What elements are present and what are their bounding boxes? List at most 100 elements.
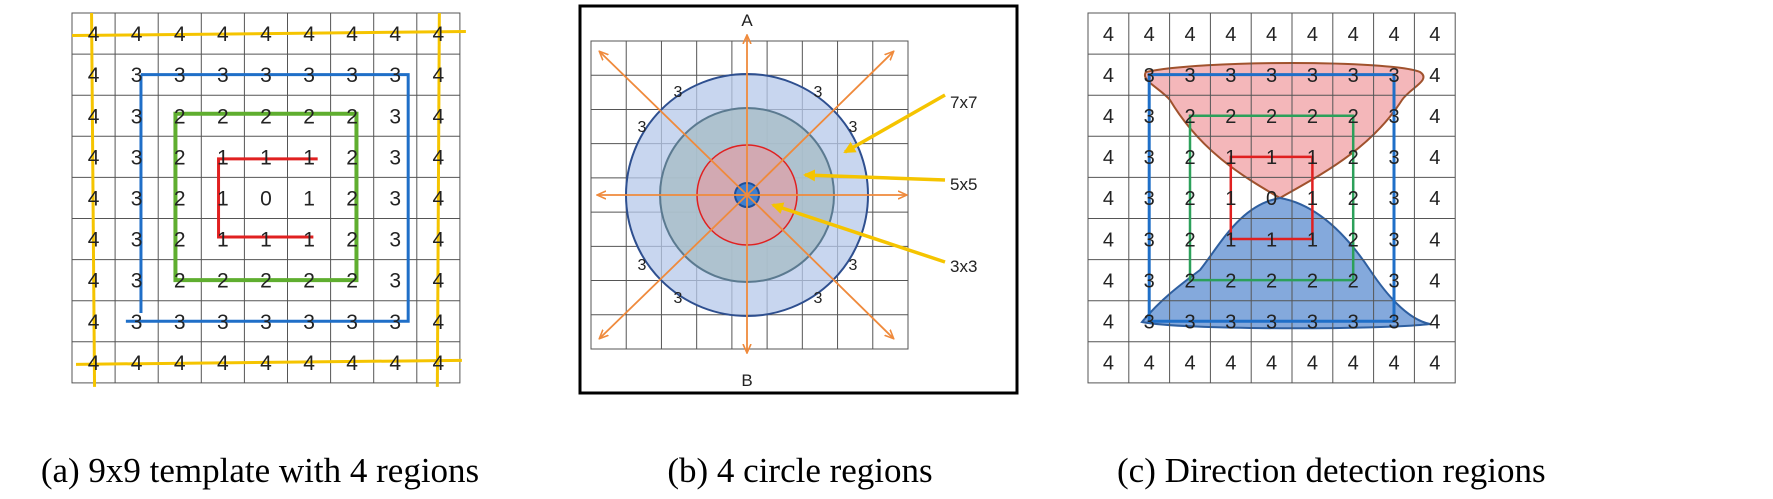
lower-funnel-shape (1140, 196, 1431, 330)
grid-number: 2 (346, 146, 358, 169)
grid-number: 4 (433, 270, 445, 293)
grid-number: 3 (1307, 311, 1318, 333)
yellow-region-line (435, 12, 441, 387)
grid-number: 2 (174, 146, 186, 169)
grid-number: 1 (303, 229, 315, 252)
grid-number: 2 (1348, 229, 1359, 251)
grid-number: 4 (260, 23, 272, 46)
grid-number: 4 (1266, 24, 1277, 46)
grid-number: 3 (131, 146, 143, 169)
blue-region-line (125, 73, 410, 323)
grid-number: 3 (131, 311, 143, 334)
grid-number: 1 (217, 188, 229, 211)
grid-number: 0 (1266, 188, 1277, 210)
red-region-line (217, 157, 318, 239)
grid-number: 4 (1225, 353, 1236, 375)
grid-number: 2 (1266, 106, 1277, 128)
grid-number: 4 (217, 352, 229, 375)
grid-number: 2 (346, 229, 358, 252)
grid-number: 3 (1184, 311, 1195, 333)
grid-number: 4 (1103, 106, 1114, 128)
grid-number: 4 (1429, 147, 1440, 169)
grid-number: 2 (1184, 147, 1195, 169)
panel-c-region-lines (1147, 73, 1396, 323)
grid-number: 3 (389, 270, 401, 293)
grid-number: 1 (1307, 147, 1318, 169)
panel-a-caption: (a) 9x9 template with 4 regions (40, 451, 480, 490)
grid-number: 3 (1388, 106, 1399, 128)
grid-number: 4 (1184, 24, 1195, 46)
grid-number: 3 (131, 188, 143, 211)
callout-7x7: 7x7 (950, 93, 977, 112)
grid-number: 4 (1388, 353, 1399, 375)
grid-number: 3 (389, 188, 401, 211)
grid-number: 2 (174, 105, 186, 128)
grid-number: 2 (1307, 270, 1318, 292)
grid-number: 4 (433, 311, 445, 334)
grid-number: 1 (260, 146, 272, 169)
red-region-line (1229, 155, 1314, 241)
grid-number: 2 (1266, 270, 1277, 292)
grid-number: 3 (1266, 311, 1277, 333)
grid-number: 3 (131, 64, 143, 87)
grid-number: 4 (1307, 24, 1318, 46)
grid-number: 4 (1103, 24, 1114, 46)
callout-arrow (843, 93, 946, 154)
grid-number: 4 (1388, 24, 1399, 46)
grid-number: 3 (1184, 65, 1195, 87)
grid-number: 3 (303, 311, 315, 334)
direction-arrow (746, 52, 893, 196)
grid-number: 4 (389, 352, 401, 375)
grid-number: 3 (260, 64, 272, 87)
grid-number: 1 (217, 146, 229, 169)
grid-number: 2 (346, 270, 358, 293)
grid-number: 2 (1184, 106, 1195, 128)
grid-number: 4 (433, 146, 445, 169)
ring-label: 3 (814, 290, 823, 307)
grid-number: 1 (217, 229, 229, 252)
grid-number: 3 (1388, 311, 1399, 333)
ring-label: 3 (814, 84, 823, 101)
grid-number: 1 (1225, 229, 1236, 251)
grid-number: 3 (1388, 65, 1399, 87)
grid-number: 3 (174, 311, 186, 334)
lower-direction-region (1140, 196, 1431, 330)
grid-number: 3 (131, 105, 143, 128)
grid-number: 4 (346, 352, 358, 375)
grid-number: 4 (303, 352, 315, 375)
ring-label: 3 (638, 257, 647, 274)
grid-number: 1 (1266, 229, 1277, 251)
panel-c-grid-border (1087, 12, 1456, 384)
grid-number: 4 (88, 23, 100, 46)
grid-number: 2 (1225, 106, 1236, 128)
grid-number: 4 (1103, 270, 1114, 292)
callout-3x3: 3x3 (950, 257, 977, 276)
ring-label: 3 (849, 257, 858, 274)
label-b: B (741, 371, 752, 390)
grid-number: 4 (389, 23, 401, 46)
label-a: A (741, 11, 753, 30)
grid-number: 3 (1144, 65, 1155, 87)
grid-number: 2 (303, 105, 315, 128)
grid-number: 1 (303, 146, 315, 169)
panel-b-diagram: A B 3 3 3 3 3 3 3 3 7x7 5x5 3x3 (578, 4, 1019, 395)
grid-number: 3 (1144, 311, 1155, 333)
grid-number: 2 (1348, 147, 1359, 169)
grid-number: 3 (1388, 147, 1399, 169)
blue-region-line (1147, 73, 1396, 323)
grid-number: 4 (303, 23, 315, 46)
grid-number: 4 (433, 188, 445, 211)
grid-number: 3 (389, 146, 401, 169)
grid-number: 4 (88, 270, 100, 293)
grid-number: 4 (433, 352, 445, 375)
yellow-region-line (90, 12, 97, 387)
grid-number: 3 (1348, 311, 1359, 333)
grid-number: 3 (131, 270, 143, 293)
grid-number: 3 (1307, 65, 1318, 87)
grid-number: 2 (1184, 229, 1195, 251)
grid-number: 4 (1144, 353, 1155, 375)
grid-number: 4 (1103, 353, 1114, 375)
grid-number: 3 (389, 229, 401, 252)
